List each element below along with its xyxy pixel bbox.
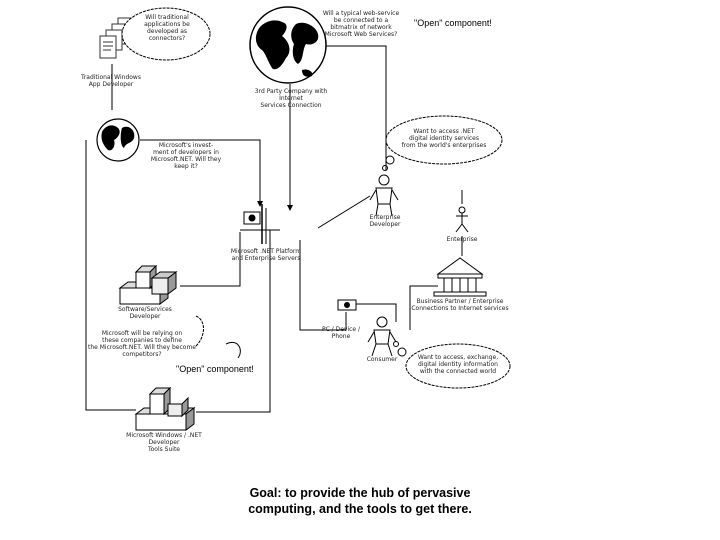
- web-services-question-label: Will a typical web-service be connected …: [322, 10, 400, 38]
- third-party-label: 3rd Party Company with Internet Services…: [254, 88, 328, 109]
- software-developer-label: Software/Services Developer: [118, 306, 172, 320]
- business-partner-label: Business Partner / Enterprise Connection…: [411, 298, 509, 312]
- thought-cloud-consumer: [393, 341, 511, 389]
- net-server-icon: [240, 204, 280, 244]
- goal-line-2: computing, and the tools to get there.: [248, 502, 472, 516]
- enterprise-developer-label: Enterprise Developer: [369, 214, 401, 228]
- ms-dev-tools-blocks-icon: [134, 386, 196, 431]
- apps-question-label: Will traditional applications be develop…: [144, 14, 190, 42]
- ms-question-label: Microsoft will be relying on these compa…: [87, 330, 197, 358]
- traditional-dev-label: Traditional Windows App Developer: [81, 74, 141, 88]
- consumer-question-label: Want to access, exchange, digital identi…: [417, 354, 499, 375]
- software-developer-blocks-icon: [118, 264, 178, 305]
- connector-lines: [85, 45, 463, 413]
- thought-cloud-ms: [195, 315, 241, 359]
- thought-cloud-apps: [121, 7, 211, 61]
- goal-caption: Goal: to provide the hub of pervasive co…: [200, 485, 520, 517]
- consumer-person-icon: [367, 316, 397, 357]
- globe-icon-partner: [96, 118, 140, 162]
- ms-dev-tools-label: Microsoft Windows / .NET Developer Tools…: [126, 432, 202, 453]
- goal-line-1: Goal: to provide the hub of pervasive: [249, 486, 471, 500]
- consumer-device-label: PC / Device / Phone: [321, 326, 361, 340]
- device-icon: [337, 299, 357, 311]
- open-component-label-top: "Open" component!: [414, 18, 492, 28]
- enterprise-developer-person-icon: [369, 174, 399, 217]
- business-building-icon: [433, 257, 487, 297]
- ms-investment-label: Microsoft's invest- ment of developers i…: [150, 142, 222, 170]
- globe-icon-internet: [249, 6, 327, 84]
- fit-question-label: Want to access .NET digital identity ser…: [401, 128, 487, 149]
- open-component-label-bottom: "Open" component!: [176, 364, 254, 374]
- consumer-label: Consumer: [366, 356, 398, 363]
- enterprise-label: Enterprise: [446, 236, 478, 243]
- enterprise-person-icon: [455, 196, 469, 233]
- net-platform-label: Microsoft .NET Platform and Enterprise S…: [230, 248, 302, 262]
